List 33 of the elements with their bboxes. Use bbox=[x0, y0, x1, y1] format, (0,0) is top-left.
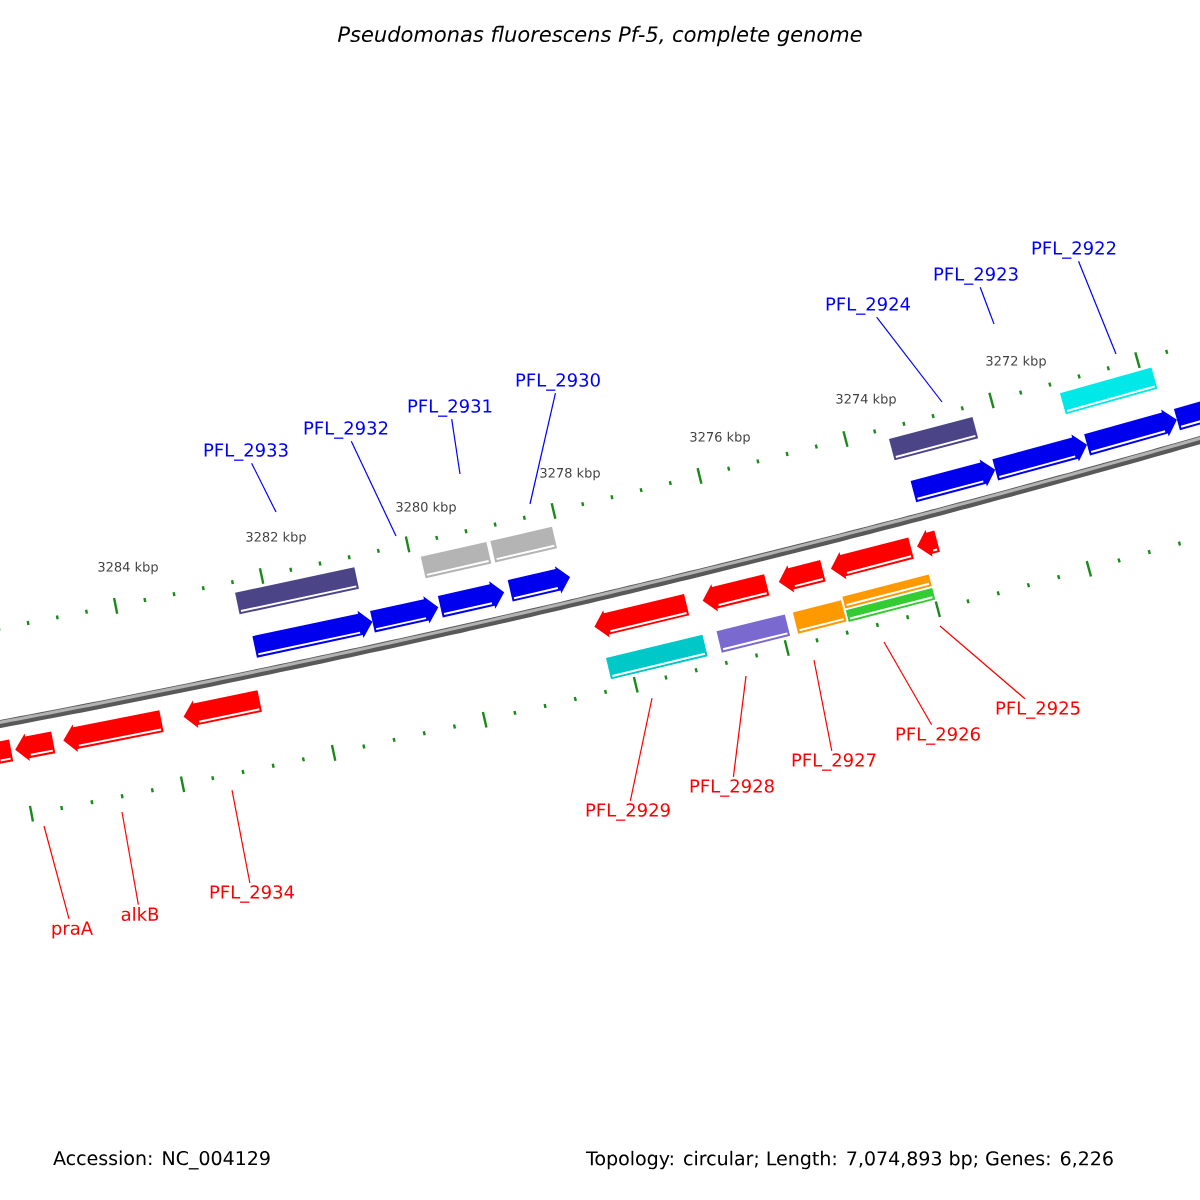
footer-text: Topology: circular; Length: 7,074,893 bp; Genes: 6,226 bbox=[586, 1150, 1113, 1170]
gene-label: PFL_2922 bbox=[1032, 241, 1116, 259]
gene-label: PFL_2923 bbox=[934, 267, 1018, 285]
leader-line bbox=[813, 659, 833, 752]
gene-label: PFL_2929 bbox=[586, 803, 670, 821]
leader-line bbox=[231, 789, 251, 884]
gene-label: PFL_2926 bbox=[896, 727, 980, 745]
leader-line bbox=[939, 625, 1026, 700]
title: Pseudomonas fluorescens Pf-5, complete genome bbox=[337, 25, 862, 47]
leader-line bbox=[979, 286, 995, 325]
leader-line bbox=[883, 641, 933, 726]
leader-line bbox=[121, 811, 139, 906]
gene-label: praA bbox=[52, 921, 93, 939]
leader-line bbox=[1077, 260, 1117, 355]
leader-line bbox=[43, 825, 70, 920]
gene-label: PFL_2924 bbox=[826, 297, 910, 315]
leader-line bbox=[876, 316, 943, 403]
leader-line bbox=[451, 418, 461, 475]
gene-label: PFL_2927 bbox=[792, 753, 876, 771]
gene-label: PFL_2930 bbox=[516, 373, 600, 391]
gene-label: alkB bbox=[121, 907, 159, 921]
leader-line bbox=[350, 440, 397, 537]
gene-label: PFL_2934 bbox=[210, 885, 294, 903]
gene-label: PFL_2932 bbox=[304, 421, 388, 439]
gene-label: PFL_2933 bbox=[204, 443, 288, 461]
footer-text: Accession: NC_004129 bbox=[53, 1150, 270, 1170]
gene-label: PFL_2928 bbox=[690, 779, 774, 797]
gene-label: PFL_2931 bbox=[408, 399, 492, 417]
leader-line bbox=[629, 697, 653, 802]
leader-line bbox=[529, 392, 557, 505]
gene-label: PFL_2925 bbox=[996, 701, 1080, 719]
leader-line bbox=[732, 675, 747, 778]
leader-line bbox=[251, 462, 277, 513]
